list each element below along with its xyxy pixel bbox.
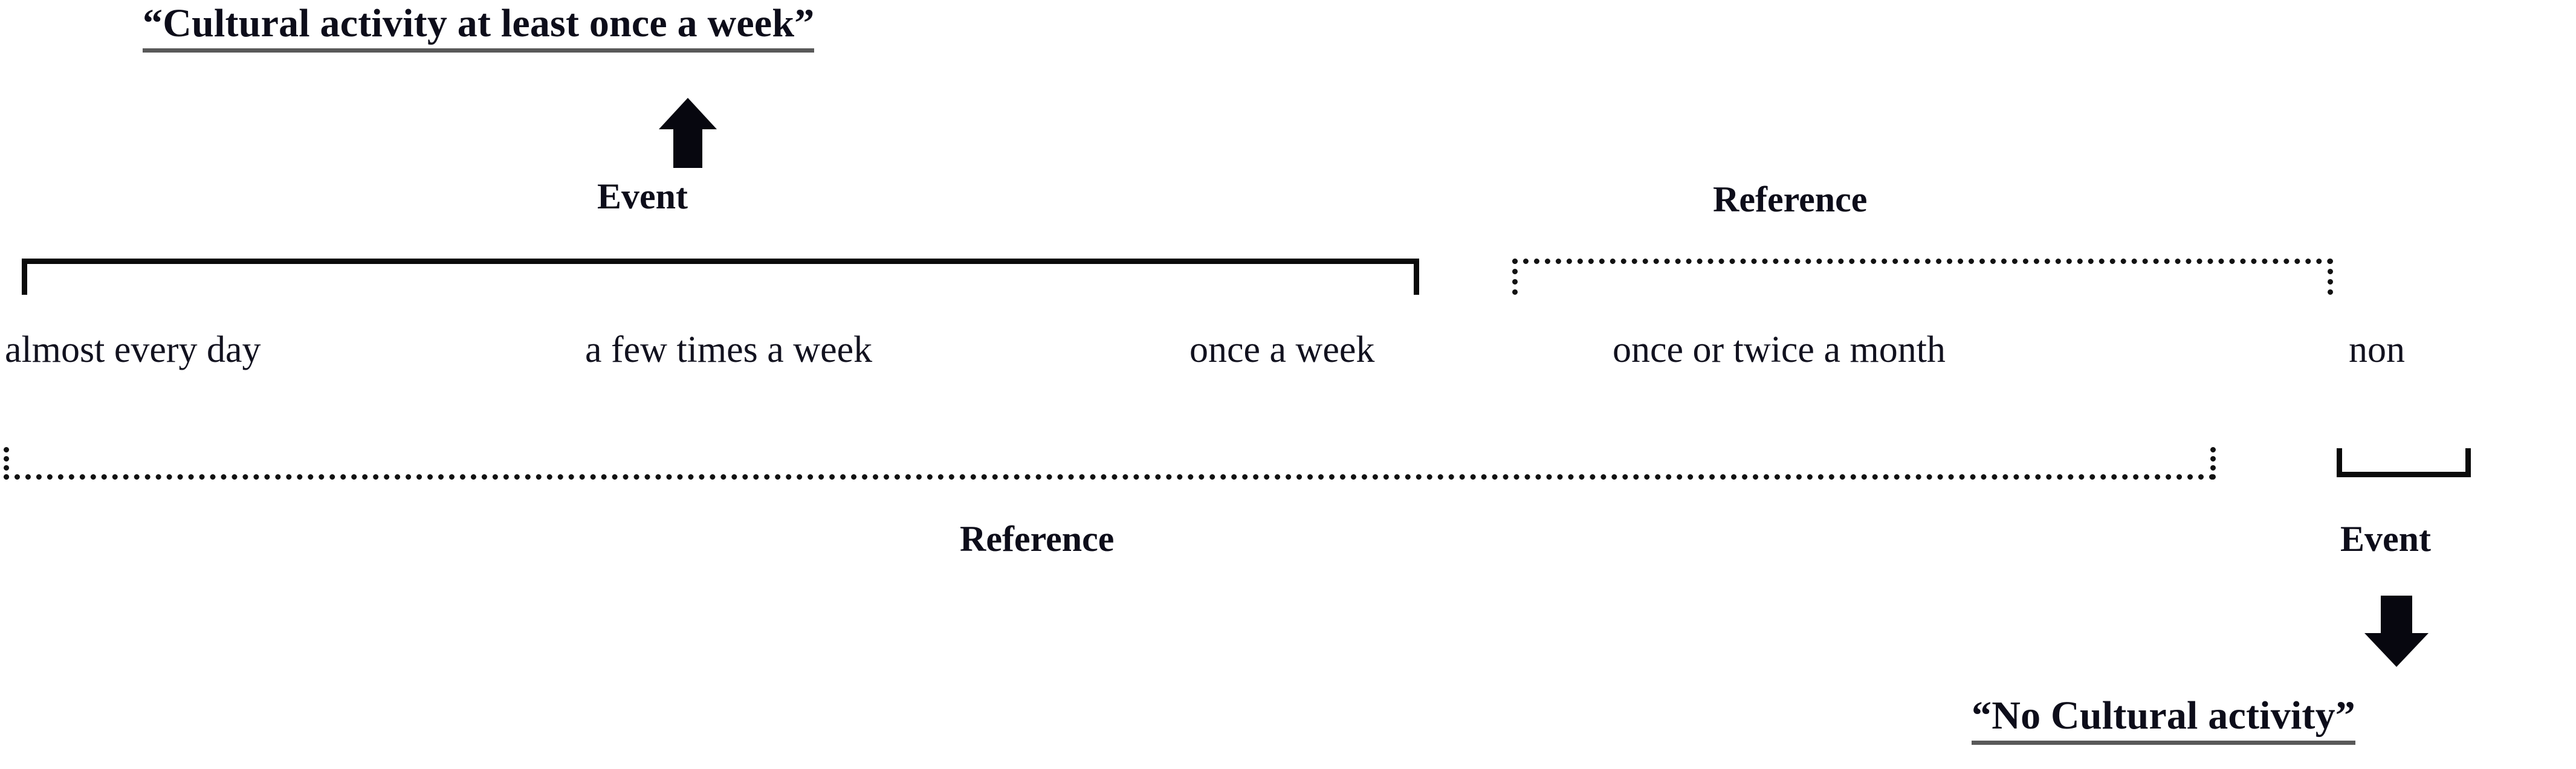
bracket-label-reference-bottom-left: Reference bbox=[960, 519, 1115, 559]
event-top-bracket bbox=[22, 259, 1419, 295]
bracket-label-event-bottom-right: Event bbox=[2340, 519, 2431, 559]
scale-item-once-or-twice-a-month: once or twice a month bbox=[1613, 329, 1946, 370]
scale-item-a-few-times-a-week: a few times a week bbox=[585, 329, 873, 370]
scale-item-non: non bbox=[2349, 329, 2405, 370]
scale-item-almost-every-day: almost every day bbox=[5, 329, 261, 370]
reference-bottom-left-bracket bbox=[4, 447, 2216, 480]
event-bottom-right-bracket bbox=[2337, 448, 2471, 477]
outcome-title-top: “Cultural activity at least once a week” bbox=[143, 4, 815, 53]
down-arrow-icon bbox=[2363, 594, 2430, 668]
outcome-title-bottom: “No Cultural activity” bbox=[1972, 696, 2356, 745]
up-arrow-icon bbox=[658, 97, 718, 169]
bracket-label-reference-top-right: Reference bbox=[1713, 179, 1868, 219]
reference-top-right-bracket bbox=[1512, 259, 2333, 295]
bracket-label-event-top: Event bbox=[597, 176, 688, 216]
scale-item-once-a-week: once a week bbox=[1189, 329, 1375, 370]
